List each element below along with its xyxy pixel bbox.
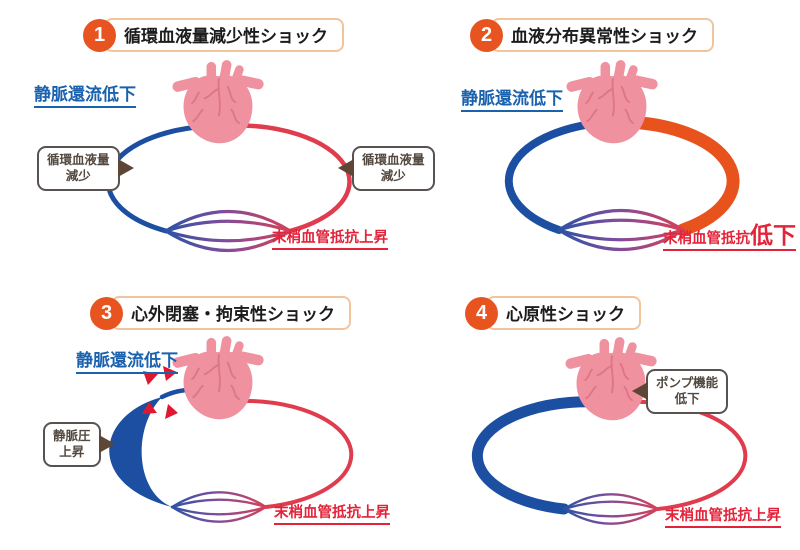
panel3-number-badge: 3: [90, 296, 123, 330]
panel1-venous-return-label: 静脈還流低下: [34, 85, 136, 108]
panel1-loop: [105, 60, 352, 253]
callout-arrow-right-icon: [117, 159, 134, 178]
congested-vein-bulge: [109, 397, 172, 507]
panel2-number-badge: 2: [470, 18, 503, 52]
panel3-venous-pressure-callout: 静脈圧 上昇: [43, 422, 115, 467]
heart-illustration: [563, 337, 659, 422]
panel4-title-text: 心原性ショック: [486, 296, 641, 330]
panel1-right-callout-line1: 循環血液量: [362, 153, 425, 167]
panel1-resistance-label: 末梢血管抵抗上昇: [272, 230, 388, 250]
capillary-bed: [562, 492, 660, 526]
panel4-title: 4 心原性ショック: [465, 296, 641, 330]
panel1-title-text: 循環血液量減少性ショック: [104, 18, 344, 52]
panel1-left-callout: 循環血液量 減少: [37, 146, 134, 191]
panel3-callout-line2: 上昇: [59, 445, 85, 460]
panel4-loop: [471, 337, 748, 526]
panel3-resistance-label: 末梢血管抵抗上昇: [274, 505, 390, 525]
panel2-resistance-label: 末梢血管抵抗低下: [663, 224, 796, 251]
panel4-number-badge: 4: [465, 296, 498, 330]
panel4-resistance-label: 末梢血管抵抗上昇: [665, 508, 781, 528]
capillary-bed: [170, 490, 268, 524]
panel2-title-text: 血液分布異常性ショック: [491, 18, 714, 52]
heart-illustration: [170, 336, 266, 421]
panel2-loop: [504, 60, 740, 252]
panel2-venous-return-label: 静脈還流低下: [461, 89, 563, 112]
panel4-callout-line2: 低下: [674, 392, 700, 407]
panel3-callout-line1: 静脈圧: [53, 429, 91, 443]
panel2-resistance-prefix: 末梢血管抵抗: [663, 231, 750, 247]
callout-arrow-left-icon: [338, 159, 354, 178]
panel1-left-callout-line1: 循環血液量: [47, 153, 110, 167]
callout-arrow-right-icon: [98, 435, 115, 454]
panel3-title-text: 心外閉塞・拘束性ショック: [111, 296, 351, 330]
panel1-left-callout-line2: 減少: [65, 169, 91, 184]
panel1-number-badge: 1: [83, 18, 116, 52]
panel2-resistance-emphasis: 低下: [750, 222, 796, 248]
heart-illustration: [564, 60, 660, 145]
panel3-venous-return-label: 静脈還流低下: [76, 351, 178, 374]
panel2-title: 2 血液分布異常性ショック: [470, 18, 714, 52]
panel3-title: 3 心外閉塞・拘束性ショック: [90, 296, 351, 330]
panel1-right-callout: 循環血液量 減少: [338, 146, 435, 191]
panel1-title: 1 循環血液量減少性ショック: [83, 18, 344, 52]
panel1-right-callout-line2: 減少: [380, 169, 406, 184]
panel4-pump-function-callout: ポンプ機能 低下: [632, 369, 729, 414]
callout-arrow-left-icon: [632, 382, 648, 401]
panel4-callout-line1: ポンプ機能: [656, 376, 719, 390]
